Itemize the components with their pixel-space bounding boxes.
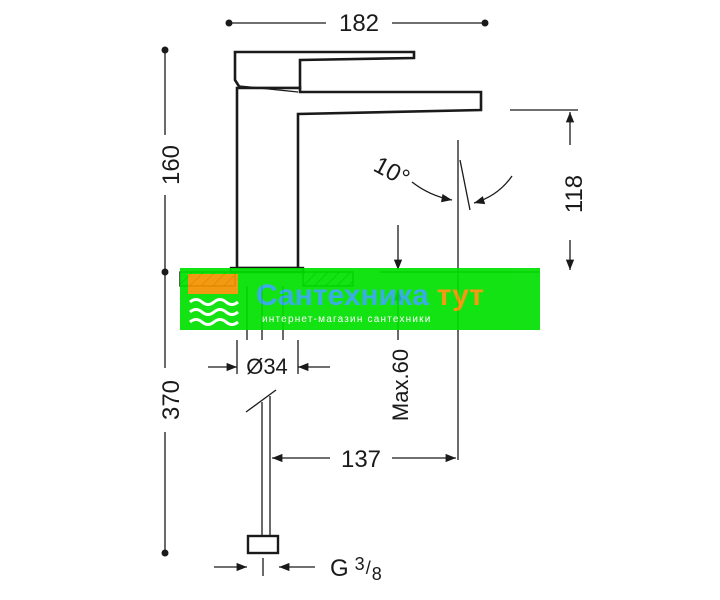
- dim-label-137: 137: [341, 446, 381, 473]
- wave-icon: [189, 318, 239, 326]
- thread-denominator: 8: [372, 564, 382, 584]
- supply-hose: [245, 389, 280, 555]
- dim-label-160: 160: [158, 145, 185, 185]
- dimension-outlet-height: 118: [510, 109, 588, 270]
- dimension-body-diameter: Ø34: [208, 340, 330, 379]
- hose-fitting: [246, 534, 280, 555]
- brand-logo-icon: [188, 274, 239, 326]
- thread-slash: /: [366, 558, 371, 578]
- brand-name-part2: тут: [437, 279, 484, 312]
- dimension-width-total: 182: [225, 10, 489, 37]
- dimension-max-thickness: Max.60: [388, 225, 413, 421]
- dim-label-118: 118: [561, 175, 588, 213]
- lever-handle: [233, 50, 416, 90]
- faucet-body: [229, 50, 483, 274]
- wave-icon: [189, 298, 239, 306]
- brand-name-part1: Сантехника: [256, 279, 429, 312]
- break-line: [245, 389, 277, 413]
- angle-arrow-right: [473, 175, 513, 205]
- angled-jet-line: [459, 159, 471, 211]
- spout-body: [235, 86, 483, 270]
- dim-label-angle: 10°: [369, 151, 414, 192]
- angle-arrow-left: [411, 181, 453, 203]
- watermark-tagline: интернет-магазин сантехники: [262, 314, 432, 325]
- dim-label-370: 370: [158, 380, 185, 420]
- body-joint-line: [239, 85, 299, 93]
- dim-label-182: 182: [339, 10, 379, 37]
- logo-block: [188, 274, 238, 294]
- dimension-projection: 137: [272, 446, 456, 473]
- dim-label-diameter: Ø34: [246, 354, 288, 379]
- dim-label-max60: Max.60: [388, 349, 413, 421]
- watermark-background: [180, 268, 540, 330]
- dimension-left-vertical: 160 370: [158, 46, 185, 557]
- thread-numerator: 3: [355, 554, 365, 574]
- wave-icon: [189, 308, 239, 316]
- thread-prefix: G: [330, 555, 349, 582]
